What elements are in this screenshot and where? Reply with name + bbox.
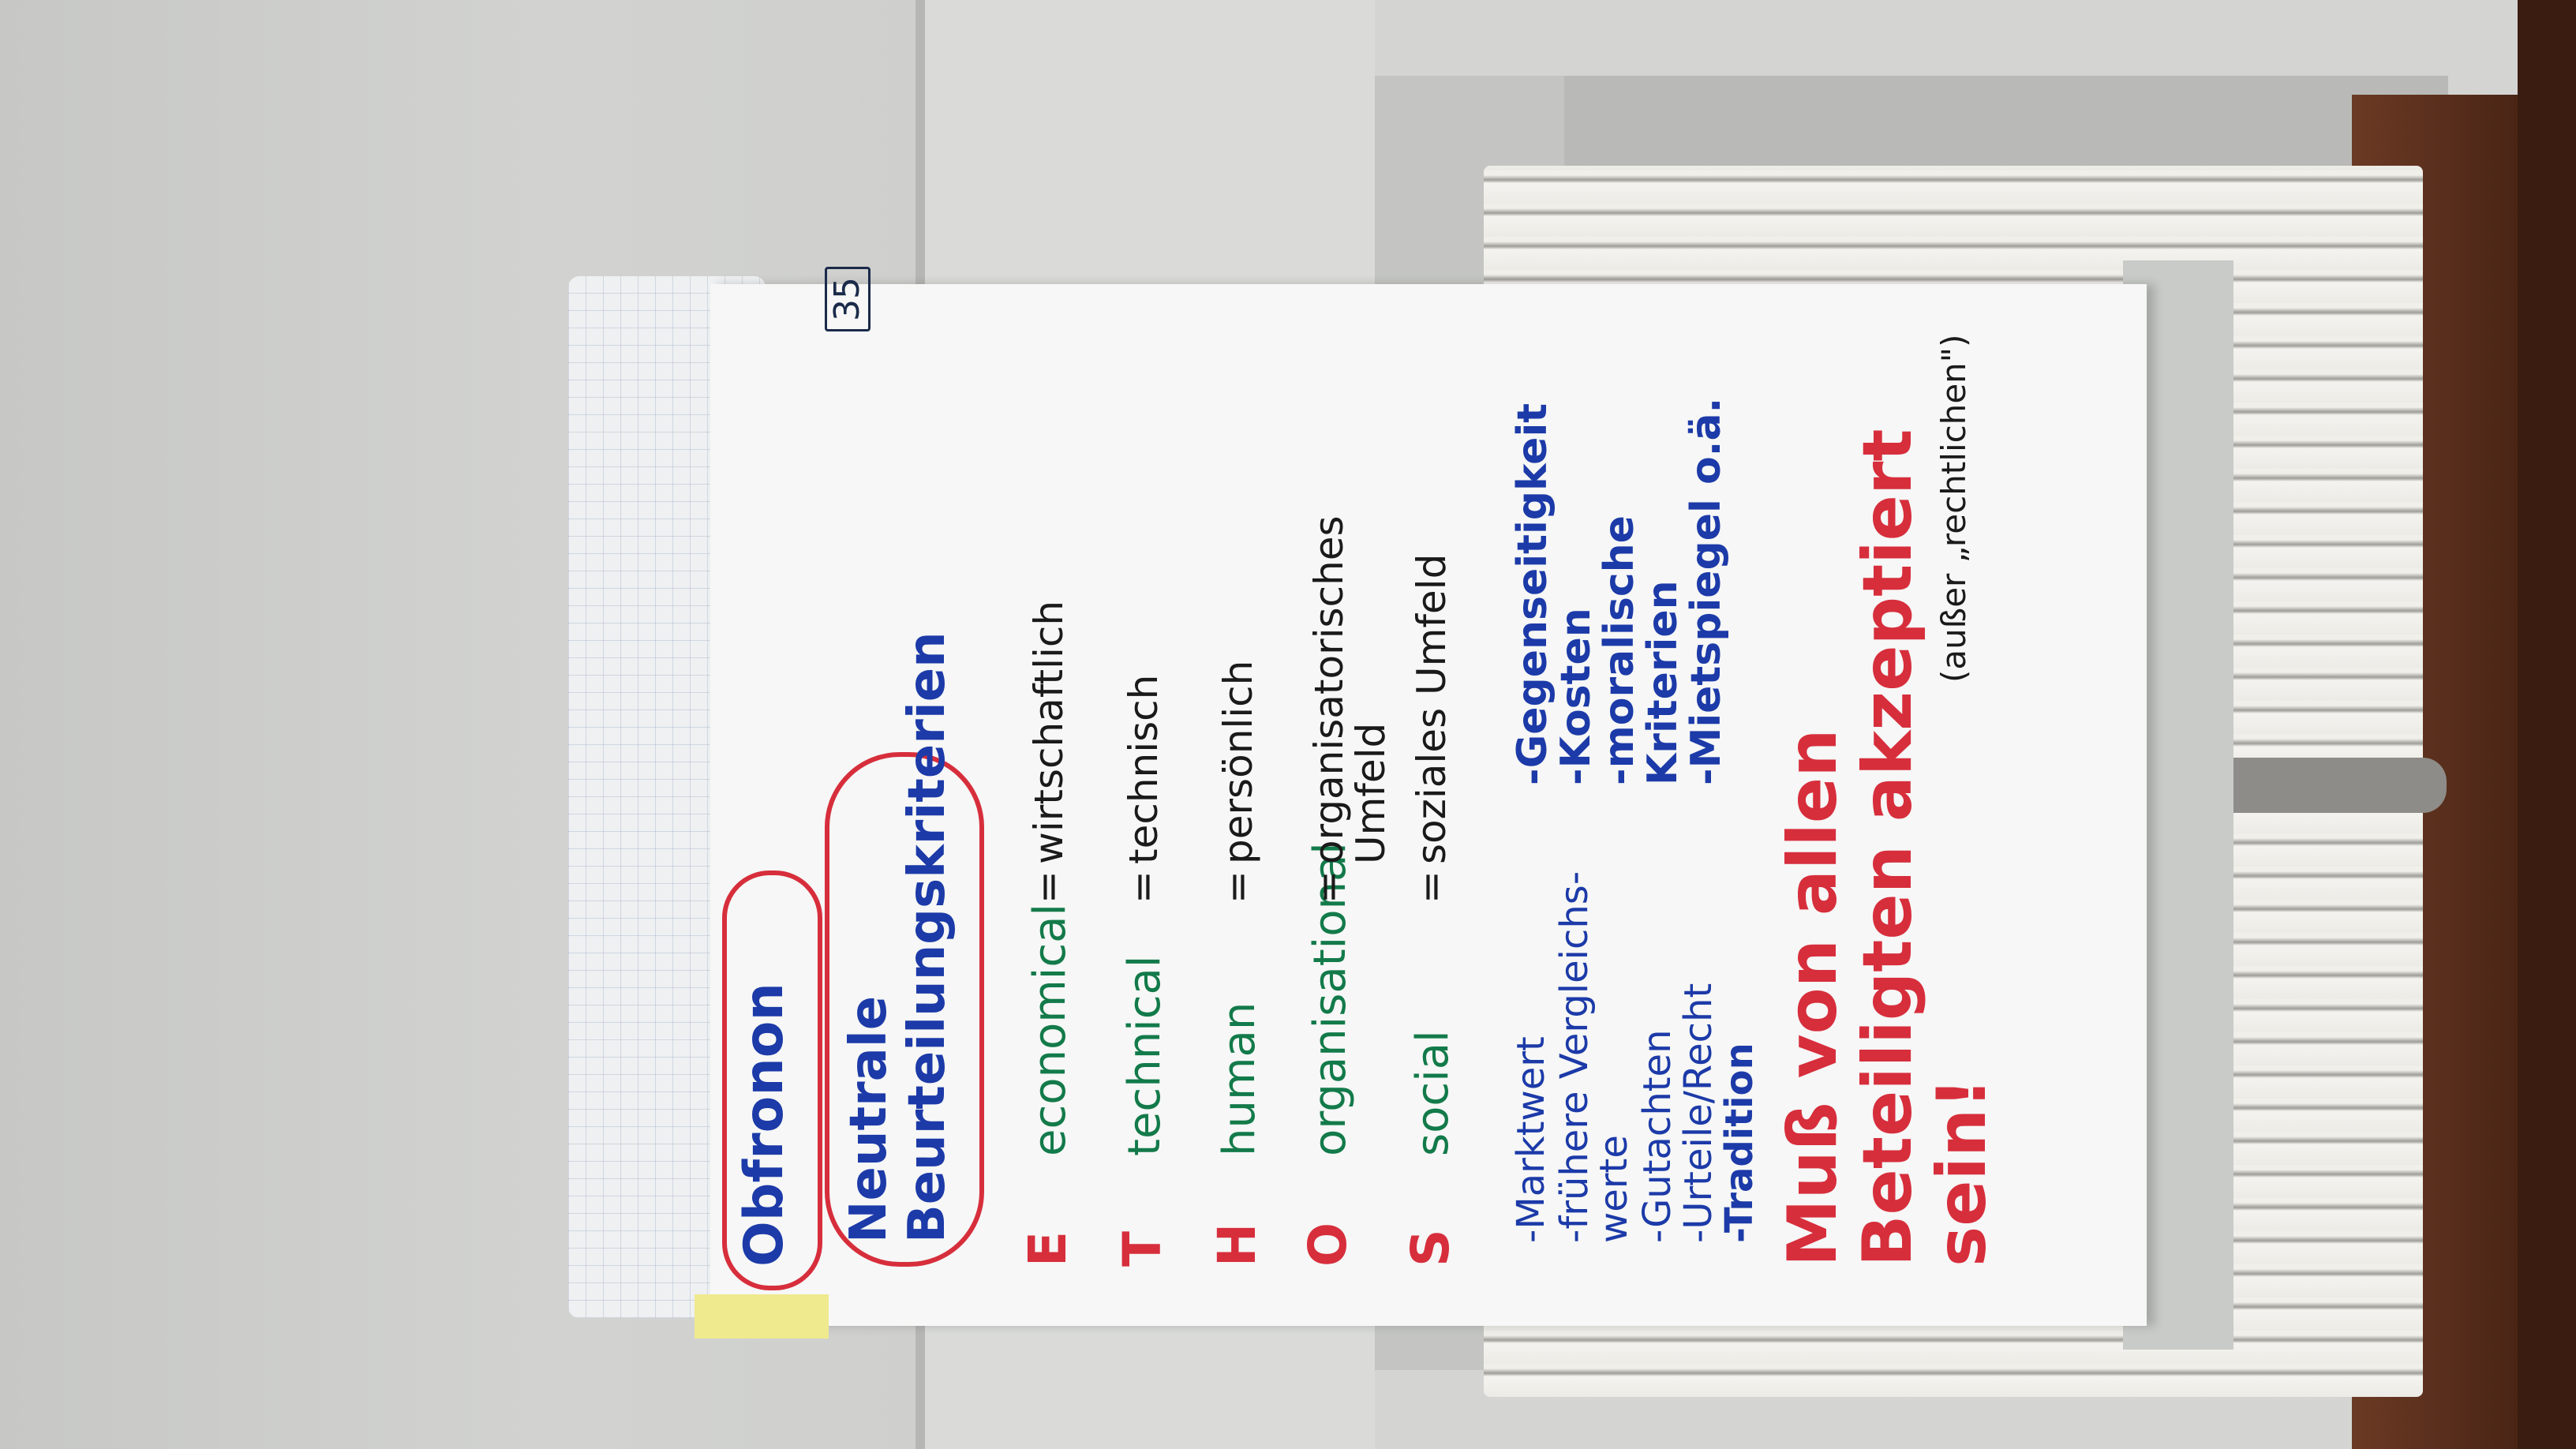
equals-sign: = [1215, 871, 1260, 904]
translation-social: soziales Umfeld [1409, 553, 1455, 864]
ethos-letter-t: T [1112, 1230, 1173, 1267]
ethos-letter-o: O [1297, 1222, 1358, 1267]
criteria-left-item: -Tradition [1717, 1043, 1762, 1243]
cloud-title: Neutrale Beurteilungskriterien [840, 631, 957, 1243]
equals-sign: = [1120, 871, 1166, 904]
page-number: 35 [825, 267, 871, 331]
criteria-right-item: -Gegenseitigkeit [1509, 402, 1556, 785]
ethos-letter-s: S [1400, 1229, 1461, 1267]
criteria-right-item: -Kosten [1552, 608, 1600, 785]
ethos-word-economical: economical [1024, 903, 1076, 1156]
equals-sign: = [1025, 871, 1071, 904]
ethos-letter-e: E [1017, 1230, 1078, 1267]
final-note: (außer „rechtlichen") [1934, 334, 1973, 683]
criteria-left-item: -frühere Vergleichs-werte [1552, 871, 1637, 1243]
dark-edge [2518, 0, 2576, 1449]
criteria-left-item: -Urteile/Recht [1676, 983, 1720, 1243]
ethos-letter-h: H [1207, 1222, 1267, 1267]
translation-economical: wirtschaftlich [1026, 600, 1072, 864]
criteria-right-item: -moralische Kriterien [1596, 515, 1687, 785]
criteria-left-item: -Gutachten [1635, 1029, 1679, 1243]
translation-organisational: organisatorisches Umfeld [1306, 515, 1394, 864]
translation-human: persönlich [1215, 660, 1261, 864]
equals-sign: = [1305, 871, 1351, 904]
flipchart-sheet [710, 284, 2147, 1326]
translation-technical: technisch [1121, 674, 1166, 864]
flipchart-content: Obfronon 35 Neutrale Beurteilungskriteri… [722, 267, 2119, 1290]
ethos-word-social: social [1407, 1030, 1458, 1156]
radiator-pipe [2210, 758, 2447, 813]
criteria-left-item: -Marktwert [1509, 1036, 1553, 1243]
equals-sign: = [1408, 871, 1454, 904]
ethos-word-technical: technical [1119, 955, 1170, 1156]
previous-sheet-text: Obfronon [733, 983, 796, 1267]
sticky-note [695, 1294, 829, 1339]
ethos-word-human: human [1214, 1002, 1265, 1156]
criteria-right-item: -Mietspiegel o.ä. [1683, 397, 1730, 785]
